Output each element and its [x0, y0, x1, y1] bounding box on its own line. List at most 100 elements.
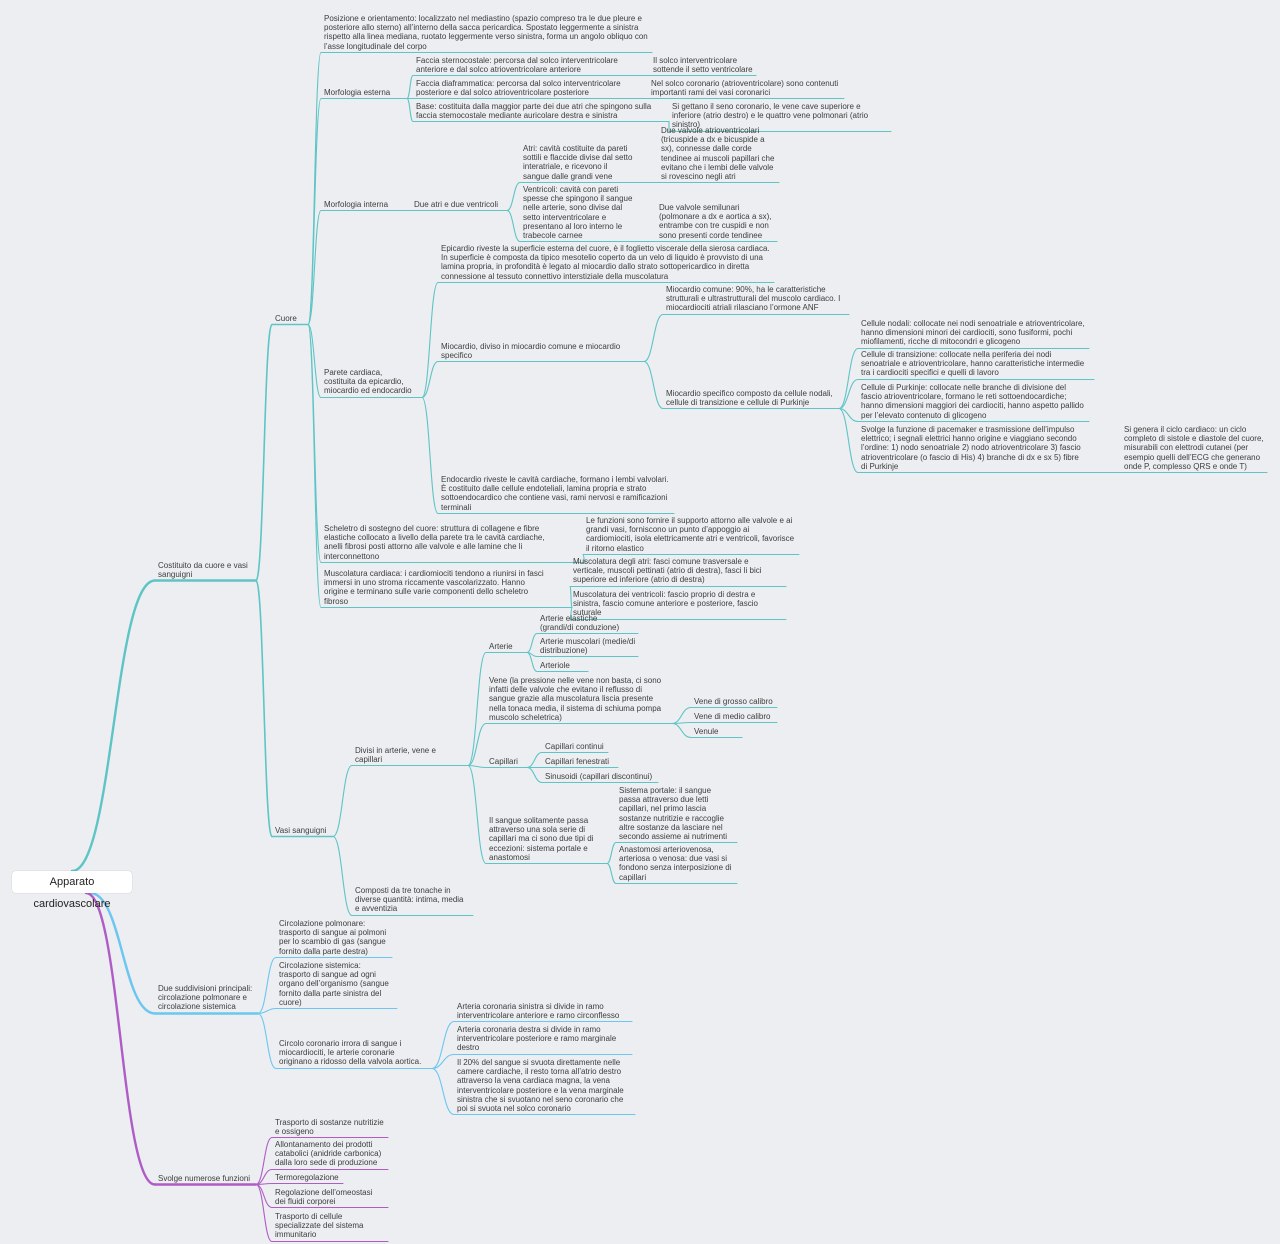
link-n2 — [88, 891, 157, 1015]
node-capillari[interactable]: Capillari — [489, 757, 518, 766]
node-vene-medio-calibro[interactable]: Vene di medio calibro — [694, 712, 771, 721]
node-tonache[interactable]: Composti da tre tonache in diverse quant… — [355, 886, 464, 914]
node-valvole-semilunari[interactable]: Due valvole semilunari (polmonare a dx e… — [659, 203, 772, 240]
node-circolazione-polmonare[interactable]: Circolazione polmonare: trasporto di san… — [279, 919, 387, 956]
node-endocardio[interactable]: Endocardio riveste le cavità cardiache, … — [441, 475, 669, 512]
link-mio_specifico — [643, 360, 664, 410]
node-miocardio-specifico[interactable]: Miocardio specifico composto da cellule … — [666, 389, 833, 408]
link-coronario — [257, 1012, 277, 1070]
link-parete — [307, 323, 322, 399]
link-muscolatura — [307, 323, 322, 609]
node-funzioni[interactable]: Svolge numerose funzioni — [158, 1174, 251, 1183]
link-divisi — [332, 764, 353, 838]
link-arterie — [467, 651, 487, 767]
node-funzione-omeostasi[interactable]: Regolazione dell’omeostasi dei fluidi co… — [275, 1188, 373, 1207]
node-ventricoli[interactable]: Ventricoli: cavità con pareti spesse che… — [523, 185, 633, 241]
node-eccezioni-capillari[interactable]: Il sangue solitamente passa attraverso u… — [489, 816, 594, 862]
node-circolo-coronario[interactable]: Circolo coronario irrora di sangue i mio… — [279, 1039, 422, 1067]
link-scheletro_n — [582, 553, 586, 564]
node-muscolatura-ventricoli[interactable]: Muscolatura dei ventricoli: fascio propr… — [573, 590, 758, 618]
node-epicardio[interactable]: Epicardio riveste la superficie esterna … — [441, 244, 770, 281]
node-arterie[interactable]: Arterie — [489, 642, 513, 651]
node-morfologia-esterna[interactable]: Morfologia esterna — [324, 88, 391, 97]
node-circolazione-sistemica[interactable]: Circolazione sistemica: trasporto di san… — [279, 961, 389, 1007]
node-seno-coronario[interactable]: Si gettano il seno coronario, le vene ca… — [672, 102, 869, 130]
node-cellule-purkinje[interactable]: Cellule di Purkinje: collocate nelle bra… — [861, 383, 1084, 420]
node-cellule-transizione[interactable]: Cellule di transizione: collocate nella … — [861, 350, 1085, 378]
node-scheletro-funzioni[interactable]: Le funzioni sono fornire il supporto att… — [586, 516, 795, 553]
node-funzione-termoregolazione[interactable]: Termoregolazione — [275, 1173, 339, 1182]
node-vene-grosso-calibro[interactable]: Vene di grosso calibro — [694, 697, 773, 706]
node-morfologia-interna[interactable]: Morfologia interna — [324, 200, 389, 209]
node-divisi[interactable]: Divisi in arterie, vene e capillari — [355, 746, 436, 765]
node-faccia-sternocostale[interactable]: Faccia sternocostale: percorsa dal solco… — [416, 56, 618, 75]
link-endocardio — [421, 396, 439, 515]
node-miocardio-comune[interactable]: Miocardio comune: 90%, ha le caratterist… — [666, 285, 841, 313]
link-f1 — [255, 1136, 273, 1186]
node-arteriole[interactable]: Arteriole — [540, 661, 570, 670]
link-posizione — [307, 51, 322, 326]
node-cellule-nodali[interactable]: Cellule nodali: collocate nei nodi senoa… — [861, 319, 1085, 347]
link-base — [406, 97, 414, 123]
node-cuore[interactable]: Cuore — [275, 314, 297, 323]
link-capillari — [467, 764, 487, 769]
node-ciclo-cardiaco[interactable]: Si genera il ciclo cardiaco: un ciclo co… — [1124, 425, 1264, 471]
node-miocardio[interactable]: Miocardio, diviso in miocardio comune e … — [441, 342, 621, 361]
node-capillari-fenestrati[interactable]: Capillari fenestrati — [545, 757, 610, 766]
node-parete-cardiaca[interactable]: Parete cardiaca, costituita da epicardio… — [324, 368, 412, 396]
node-scheletro[interactable]: Scheletro di sostegno del cuore: struttu… — [324, 524, 545, 561]
node-vene[interactable]: Vene (la pressione nelle vene non basta,… — [489, 676, 662, 722]
node-coronaria-destra[interactable]: Arteria coronaria destra si divide in ra… — [457, 1025, 617, 1053]
node-arterie-elastiche[interactable]: Arterie elastiche (grandi/di conduzione) — [540, 614, 620, 633]
node-costituito[interactable]: Costituito da cuore e vasi sanguigni — [158, 561, 248, 580]
link-faccia_sterno — [406, 74, 414, 100]
node-faccia-diaframmatica[interactable]: Faccia diaframmatica: percorsa dal solco… — [416, 79, 621, 98]
link-n1 — [70, 579, 157, 873]
node-sistema-portale[interactable]: Sistema portale: il sangue passa attrave… — [619, 786, 728, 842]
link-sangue_passa — [467, 764, 487, 865]
node-due-atri[interactable]: Due atri e due ventricoli — [414, 200, 499, 209]
node-svuotamento-sangue[interactable]: Il 20% del sangue si svuota direttamente… — [457, 1058, 624, 1114]
link-morf_est — [307, 97, 322, 326]
link-polmonare — [257, 956, 277, 1015]
node-funzione-allontanamento[interactable]: Allontanamento dei prodotti catabolici (… — [275, 1140, 382, 1168]
node-solco-interventricolare[interactable]: Il solco interventricolare sottende il s… — [653, 56, 753, 75]
node-coronaria-sinistra[interactable]: Arteria coronaria sinistra si divide in … — [457, 1002, 620, 1021]
node-valvole-atrioventricolari[interactable]: Due valvole atrioventricolari (tricuspid… — [661, 126, 775, 182]
node-due-suddivisioni[interactable]: Due suddivisioni principali: circolazion… — [158, 984, 253, 1012]
link-n3 — [84, 891, 157, 1186]
node-capillari-continui[interactable]: Capillari continui — [545, 742, 604, 751]
link-vene_grosso — [671, 706, 692, 725]
link-nodali — [838, 347, 859, 410]
node-pacemaker[interactable]: Svolge la funzione di pacemaker e trasmi… — [861, 425, 1081, 471]
link-morf_int — [307, 209, 322, 326]
link-tonache — [332, 835, 353, 917]
node-muscolatura-atri[interactable]: Muscolatura degli atri: fasci comune tra… — [573, 557, 762, 585]
link-arteriole — [526, 651, 538, 673]
node-arterie-muscolari[interactable]: Arterie muscolari (medie/di distribuzion… — [540, 637, 636, 656]
node-anastomosi[interactable]: Anastomosi arteriovenosa, arteriosa o ve… — [619, 845, 732, 882]
node-posizione[interactable]: Posizione e orientamento: localizzato ne… — [324, 14, 648, 51]
link-musc_atri — [569, 585, 573, 609]
node-funzione-trasporto[interactable]: Trasporto di sostanze nutritizie e ossig… — [275, 1118, 384, 1137]
node-solco-coronario[interactable]: Nel solco coronario (atrioventricolare) … — [651, 79, 839, 98]
link-mio_comune — [643, 313, 664, 363]
link-venule — [671, 722, 692, 739]
link-cor_sinistra — [431, 1020, 455, 1070]
link-atri — [506, 181, 521, 212]
link-purkinje — [838, 407, 859, 423]
node-venule[interactable]: Venule — [694, 727, 719, 736]
link-vene — [467, 722, 487, 767]
node-base[interactable]: Base: costituita dalla maggior parte dei… — [416, 102, 652, 121]
node-funzione-immunitario[interactable]: Trasporto di cellule specializzate del s… — [275, 1212, 364, 1240]
node-muscolatura[interactable]: Muscolatura cardiaca: i cardiomiociti te… — [324, 569, 544, 606]
node-vasi-sanguigni[interactable]: Vasi sanguigni — [275, 826, 327, 835]
node-atri[interactable]: Atri: cavità costituite da pareti sottil… — [523, 144, 633, 181]
root-node[interactable]: Apparato cardiovascolare — [12, 871, 132, 910]
link-transizione — [838, 378, 859, 410]
link-sinusoidi — [526, 766, 543, 784]
link-cor_destra — [431, 1053, 455, 1070]
link-portale — [606, 841, 617, 865]
node-sinusoidi[interactable]: Sinusoidi (capillari discontinui) — [545, 772, 653, 781]
